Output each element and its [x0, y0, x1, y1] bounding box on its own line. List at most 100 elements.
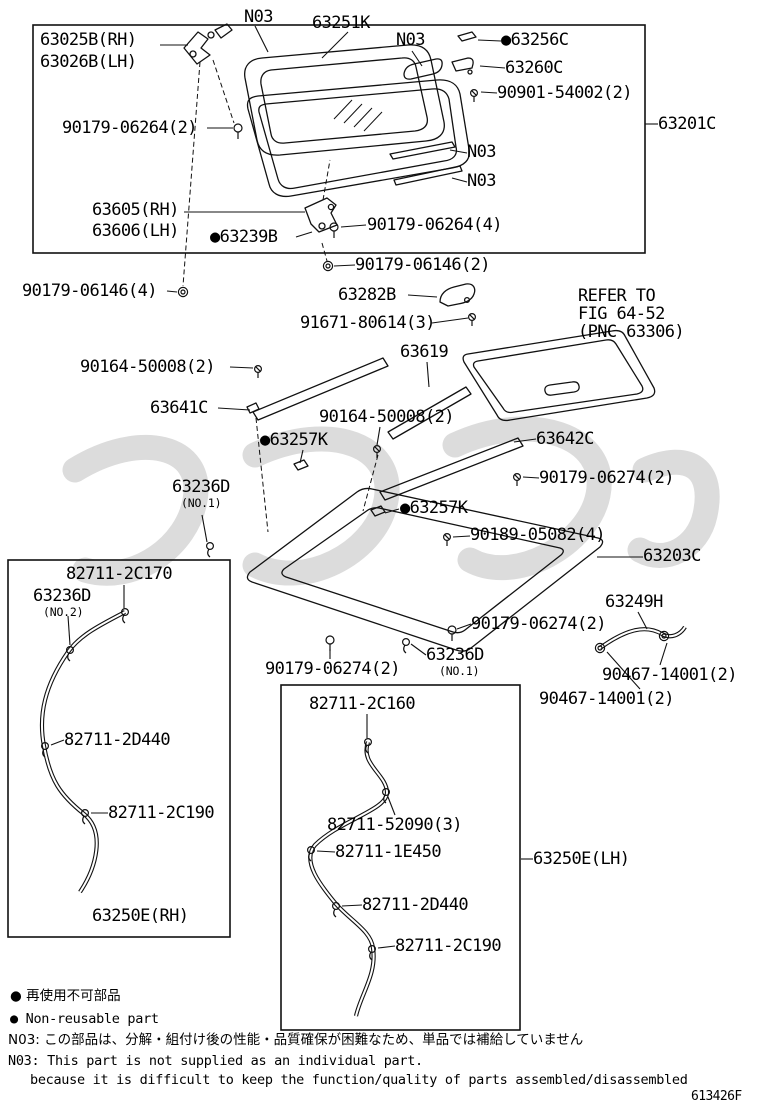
- bolt-icon: [447, 625, 457, 642]
- guide-rail-63641c: [252, 357, 389, 421]
- label-90189-05082: 90189-05082(4): [470, 525, 605, 545]
- legend-nonreusable-en: ● Non-reusable part: [10, 1011, 159, 1027]
- glass-weatherstrip: [244, 44, 445, 156]
- label-63256c: ●63256C: [501, 30, 569, 50]
- guide-rail-63619: [387, 386, 472, 440]
- label-pnc-63306: (PNC 63306): [578, 322, 685, 342]
- note-n03-en-line1: N03: This part is not supplied as an ind…: [8, 1053, 423, 1069]
- retainer-63260c: [451, 57, 474, 75]
- label-63236d-no2: 63236D: [33, 586, 91, 606]
- label-91671-80614: 91671-80614(3): [300, 313, 435, 333]
- drain-hose-lh: [308, 741, 390, 1017]
- label-90179-06264-4: 90179-06264(4): [367, 215, 502, 235]
- label-fig-64-52: FIG 64-52: [578, 304, 665, 324]
- guide-rail-end: [246, 402, 260, 414]
- label-63239b: ●63239B: [210, 227, 278, 247]
- label-90467-14001-b: 90467-14001(2): [539, 689, 674, 709]
- screw-icon: [254, 365, 262, 379]
- hinge-bracket: [183, 23, 233, 65]
- label-63257k-2: ●63257K: [400, 498, 468, 518]
- label-n03-1: N03: [244, 7, 274, 27]
- top-assembly-box: [32, 24, 646, 254]
- rh-drain-hose-box: [7, 559, 231, 938]
- stopper-bracket: [304, 197, 338, 233]
- guide-rail-63642c: [379, 437, 524, 501]
- label-82711-2c160: 82711-2C160: [309, 694, 416, 714]
- label-63606-lh: 63606(LH): [92, 221, 179, 241]
- label-63619: 63619: [400, 342, 449, 362]
- label-90179-06146-2: 90179-06146(2): [355, 255, 490, 275]
- screw-icon: [512, 473, 522, 487]
- label-63201c: 63201C: [658, 114, 716, 134]
- label-no2: (NO.2): [43, 605, 84, 619]
- nut-icon: [177, 286, 189, 298]
- label-90467-14001-a: 90467-14001(2): [602, 665, 737, 685]
- label-63236d-no1-bot: 63236D: [426, 645, 484, 665]
- pad-63257k-1: [293, 459, 309, 471]
- label-no1-bot: (NO.1): [439, 664, 480, 678]
- label-63025b-rh: 63025B(RH): [40, 30, 137, 50]
- label-63250e-rh: 63250E(RH): [92, 906, 189, 926]
- label-63641c: 63641C: [150, 398, 208, 418]
- deflector-piece: [403, 58, 443, 80]
- label-82711-2c190-a: 82711-2C190: [108, 803, 215, 823]
- wedge-63256c: [457, 31, 477, 42]
- trim-strip-2: [393, 165, 463, 186]
- label-63236d-no1-top: 63236D: [172, 477, 230, 497]
- bolt-icon: [233, 123, 243, 140]
- rear-drain-hose-63249h: [598, 625, 687, 650]
- label-63026b-lh: 63026B(LH): [40, 52, 137, 72]
- label-82711-52090: 82711-52090(3): [327, 815, 462, 835]
- label-n03-4: N03: [467, 171, 497, 191]
- screw-icon: [443, 532, 451, 547]
- legend-nonreusable-jp: ● 再使用不可部品: [10, 988, 121, 1004]
- drive-cable-bracket: [439, 283, 476, 307]
- label-82711-2c170: 82711-2C170: [66, 564, 173, 584]
- label-90164-50008-a: 90164-50008(2): [80, 357, 215, 377]
- trim-strip-1: [389, 141, 456, 160]
- label-90179-06146-4: 90179-06146(4): [22, 281, 157, 301]
- label-63203c: 63203C: [643, 546, 701, 566]
- lh-drain-hose-box: [280, 684, 521, 1031]
- label-90901-54002: 90901-54002(2): [497, 83, 632, 103]
- sunshade-panel: [462, 329, 656, 422]
- label-63257k-1: ●63257K: [260, 430, 328, 450]
- label-n03-2: N03: [396, 30, 426, 50]
- label-63250e-lh: 63250E(LH): [533, 849, 630, 869]
- label-63249h: 63249H: [605, 592, 663, 612]
- hose-clip-icon: [120, 607, 129, 624]
- nut-icon: [322, 260, 334, 272]
- glass-panel: [260, 57, 429, 144]
- label-82711-1e450: 82711-1E450: [335, 842, 442, 862]
- doc-number: 613426F: [691, 1089, 742, 1104]
- label-n03-3: N03: [467, 142, 497, 162]
- label-82711-2d440-a: 82711-2D440: [64, 730, 171, 750]
- dashed-lines: [182, 59, 379, 533]
- note-n03-en-line2: because it is difficult to keep the func…: [30, 1072, 688, 1088]
- leader-lines: [50, 25, 668, 949]
- label-90179-06274-a: 90179-06274(2): [539, 468, 674, 488]
- opening-trim-inner: [258, 88, 458, 190]
- label-63605-rh: 63605(RH): [92, 200, 179, 220]
- hose-clip-icon: [402, 637, 410, 654]
- label-82711-2c190-b: 82711-2C190: [395, 936, 502, 956]
- watermark: [62, 416, 720, 586]
- screw-icon: [468, 313, 476, 327]
- bolt-icon: [325, 635, 335, 652]
- label-90179-06274-b: 90179-06274(2): [471, 614, 606, 634]
- label-63282b: 63282B: [338, 285, 396, 305]
- label-63251k: 63251K: [312, 13, 370, 33]
- label-82711-2d440-b: 82711-2D440: [362, 895, 469, 915]
- glass-hatch: [333, 99, 383, 132]
- label-63642c: 63642C: [536, 429, 594, 449]
- drain-hose-rh: [39, 610, 126, 894]
- diagram-frames: [7, 24, 646, 1031]
- label-90179-06264-2: 90179-06264(2): [62, 118, 197, 138]
- label-no1-top: (NO.1): [181, 496, 222, 510]
- label-refer-to: REFER TO: [578, 286, 656, 306]
- hose-clip-icon: [206, 541, 214, 558]
- label-90179-06274-c: 90179-06274(2): [265, 659, 400, 679]
- label-63260c: 63260C: [505, 58, 563, 78]
